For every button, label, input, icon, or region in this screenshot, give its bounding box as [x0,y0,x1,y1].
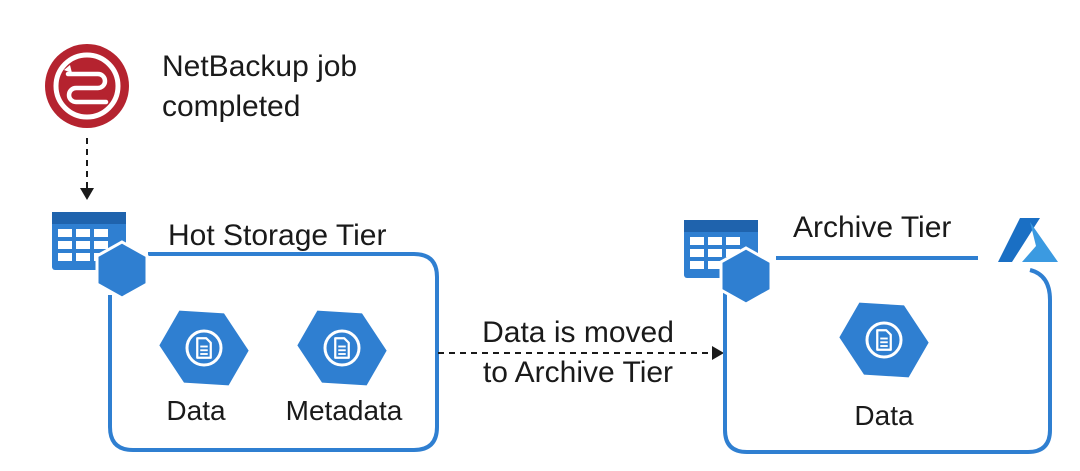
hot-data-file-icon [159,310,249,386]
hot-tier-storage-icon [52,212,149,300]
hot-data-label: Data [166,395,226,426]
hot-tier-container [108,252,439,452]
job-to-hot-arrow [80,138,94,200]
job-status-line2: completed [162,90,300,123]
hot-tier-title: Hot Storage Tier [168,219,386,252]
archive-data-label: Data [854,400,914,431]
transfer-label-line1: Data is moved [482,316,674,349]
netbackup-logo-icon [45,44,129,128]
azure-logo-icon [998,218,1058,262]
archive-data-file-icon [839,302,929,378]
archive-tier-storage-icon [684,220,773,306]
archive-tier-container [723,256,1052,454]
hot-metadata-file-icon [297,310,387,386]
job-status-line1: NetBackup job [162,50,357,83]
transfer-arrow [438,346,724,360]
hot-metadata-label: Metadata [286,395,403,426]
transfer-label-line2: to Archive Tier [483,356,673,389]
archive-tier-title: Archive Tier [793,211,951,244]
